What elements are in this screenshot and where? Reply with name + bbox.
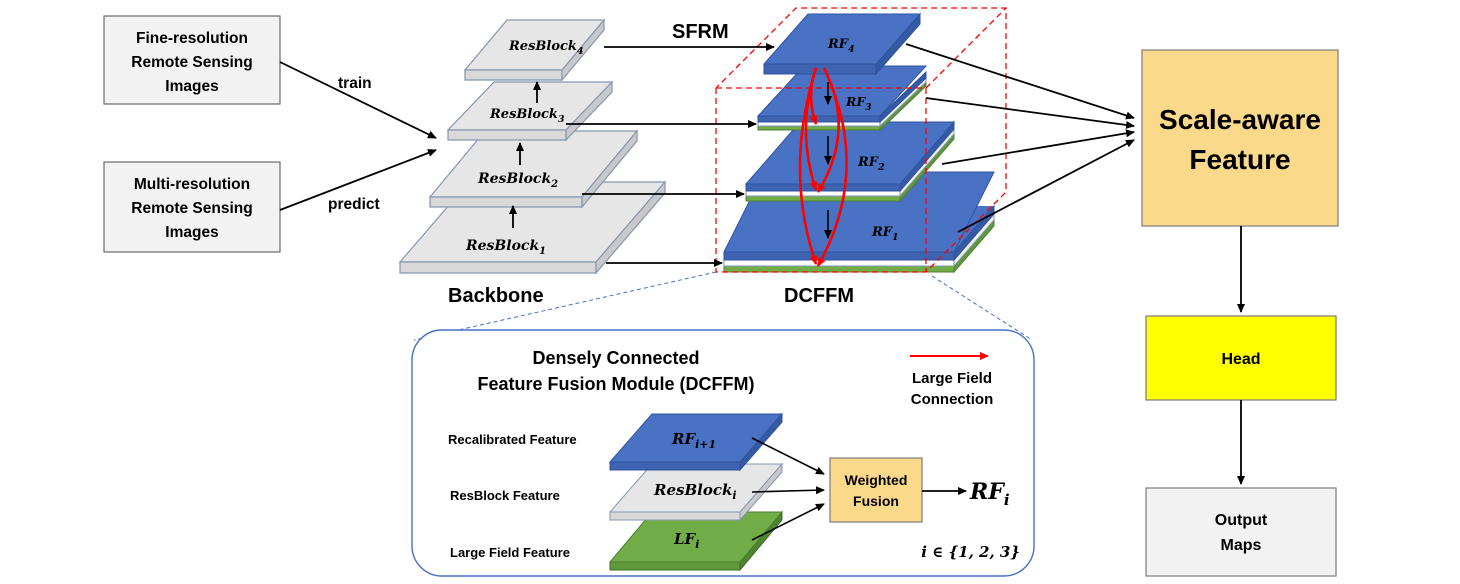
rf-4-label: RF4 <box>827 37 855 55</box>
legend-label-2: Connection <box>911 391 994 408</box>
predict-arrow <box>279 149 437 211</box>
rf2-to-scale-arrow <box>941 129 1135 165</box>
scale-aware-feature-box: Scale-aware Feature <box>1141 49 1339 227</box>
multi-resolution-label-3: Images <box>165 224 218 241</box>
dcffm-label: DCFFM <box>784 285 854 307</box>
scale-aware-label-2: Feature <box>1189 144 1290 175</box>
multi-resolution-input-box: Multi-resolution Remote Sensing Images <box>103 161 281 253</box>
dcffm-title-1: Densely Connected <box>532 348 699 368</box>
backbone-stack: ResBlock1 ResBlock2 ResBlock3 ResBlock4 <box>398 18 667 275</box>
fine-resolution-input-box: Fine-resolution Remote Sensing Images <box>103 15 281 105</box>
zoom-guide-left <box>413 271 717 341</box>
zoom-guide-right <box>931 275 1033 341</box>
dcffm-detail-panel: Densely Connected Feature Fusion Module … <box>411 329 1035 577</box>
head-label: Head <box>1221 351 1260 368</box>
output-label-1: Output <box>1215 512 1268 529</box>
output-label-2: Maps <box>1221 537 1262 554</box>
resblock-2-plate: ResBlock2 <box>428 129 639 209</box>
row-resblock-label: ResBlock Feature <box>450 488 560 503</box>
predict-label: predict <box>328 196 380 213</box>
train-arrow <box>279 61 437 139</box>
rf-1-label: RF1 <box>871 225 899 243</box>
rf-3-plate: RF3 <box>756 65 928 132</box>
resblock-4-plate: ResBlock4 <box>463 18 606 82</box>
legend-label-1: Large Field <box>912 370 992 387</box>
fusion-label-1: Weighted <box>845 472 908 488</box>
row-largefield-label: Large Field Feature <box>450 545 570 560</box>
rf3-to-scale-arrow <box>925 97 1135 129</box>
lf-i-label: LFi <box>673 530 699 551</box>
resblock-3-plate: ResBlock3 <box>446 80 614 142</box>
sfrm-label: SFRM <box>672 21 729 43</box>
row-recalibrated-label: Recalibrated Feature <box>448 432 577 447</box>
lf-i-plate: LFi <box>608 510 784 572</box>
fine-resolution-label-2: Remote Sensing <box>131 54 252 71</box>
rf-2-label: RF2 <box>857 155 885 173</box>
lf-i-to-fusion-arrow <box>751 503 825 541</box>
multi-resolution-label-2: Remote Sensing <box>131 200 252 217</box>
dcffm-title-2: Feature Fusion Module (DCFFM) <box>478 374 755 394</box>
rf4-to-scale-arrow <box>905 43 1135 120</box>
resblock-3-label: ResBlock3 <box>489 107 565 125</box>
rf-2-plate: RF2 <box>744 120 956 203</box>
fine-resolution-label-3: Images <box>165 78 218 95</box>
head-box: Head <box>1145 315 1337 401</box>
resblock-1-label: ResBlock1 <box>465 238 546 257</box>
resblock-4-label: ResBlock4 <box>508 39 584 57</box>
index-set-label: i ∈ {1, 2, 3} <box>921 543 1020 561</box>
train-label: train <box>338 75 372 92</box>
scale-aware-label-1: Scale-aware <box>1159 104 1321 135</box>
multi-resolution-label-1: Multi-resolution <box>134 176 250 193</box>
rf-3-label: RF3 <box>845 94 872 113</box>
backbone-title: Backbone <box>448 285 544 307</box>
rf-i-output-label: RFi <box>969 479 1010 509</box>
rf-next-label: RFi+1 <box>671 430 716 451</box>
output-maps-box: Output Maps <box>1145 487 1337 577</box>
resblock-i-label: ResBlocki <box>653 481 737 502</box>
rf-next-to-fusion-arrow <box>751 437 825 475</box>
fusion-label-2: Fusion <box>853 493 899 509</box>
resblock-i-to-fusion-arrow <box>751 486 825 495</box>
fine-resolution-label-1: Fine-resolution <box>136 30 248 47</box>
large-field-connections <box>798 67 848 267</box>
rf1-to-scale-arrow <box>957 139 1135 233</box>
rf-4-plate: RF4 <box>762 12 922 76</box>
resblock-2-label: ResBlock2 <box>477 171 558 190</box>
weighted-fusion-box: Weighted Fusion <box>829 457 923 523</box>
